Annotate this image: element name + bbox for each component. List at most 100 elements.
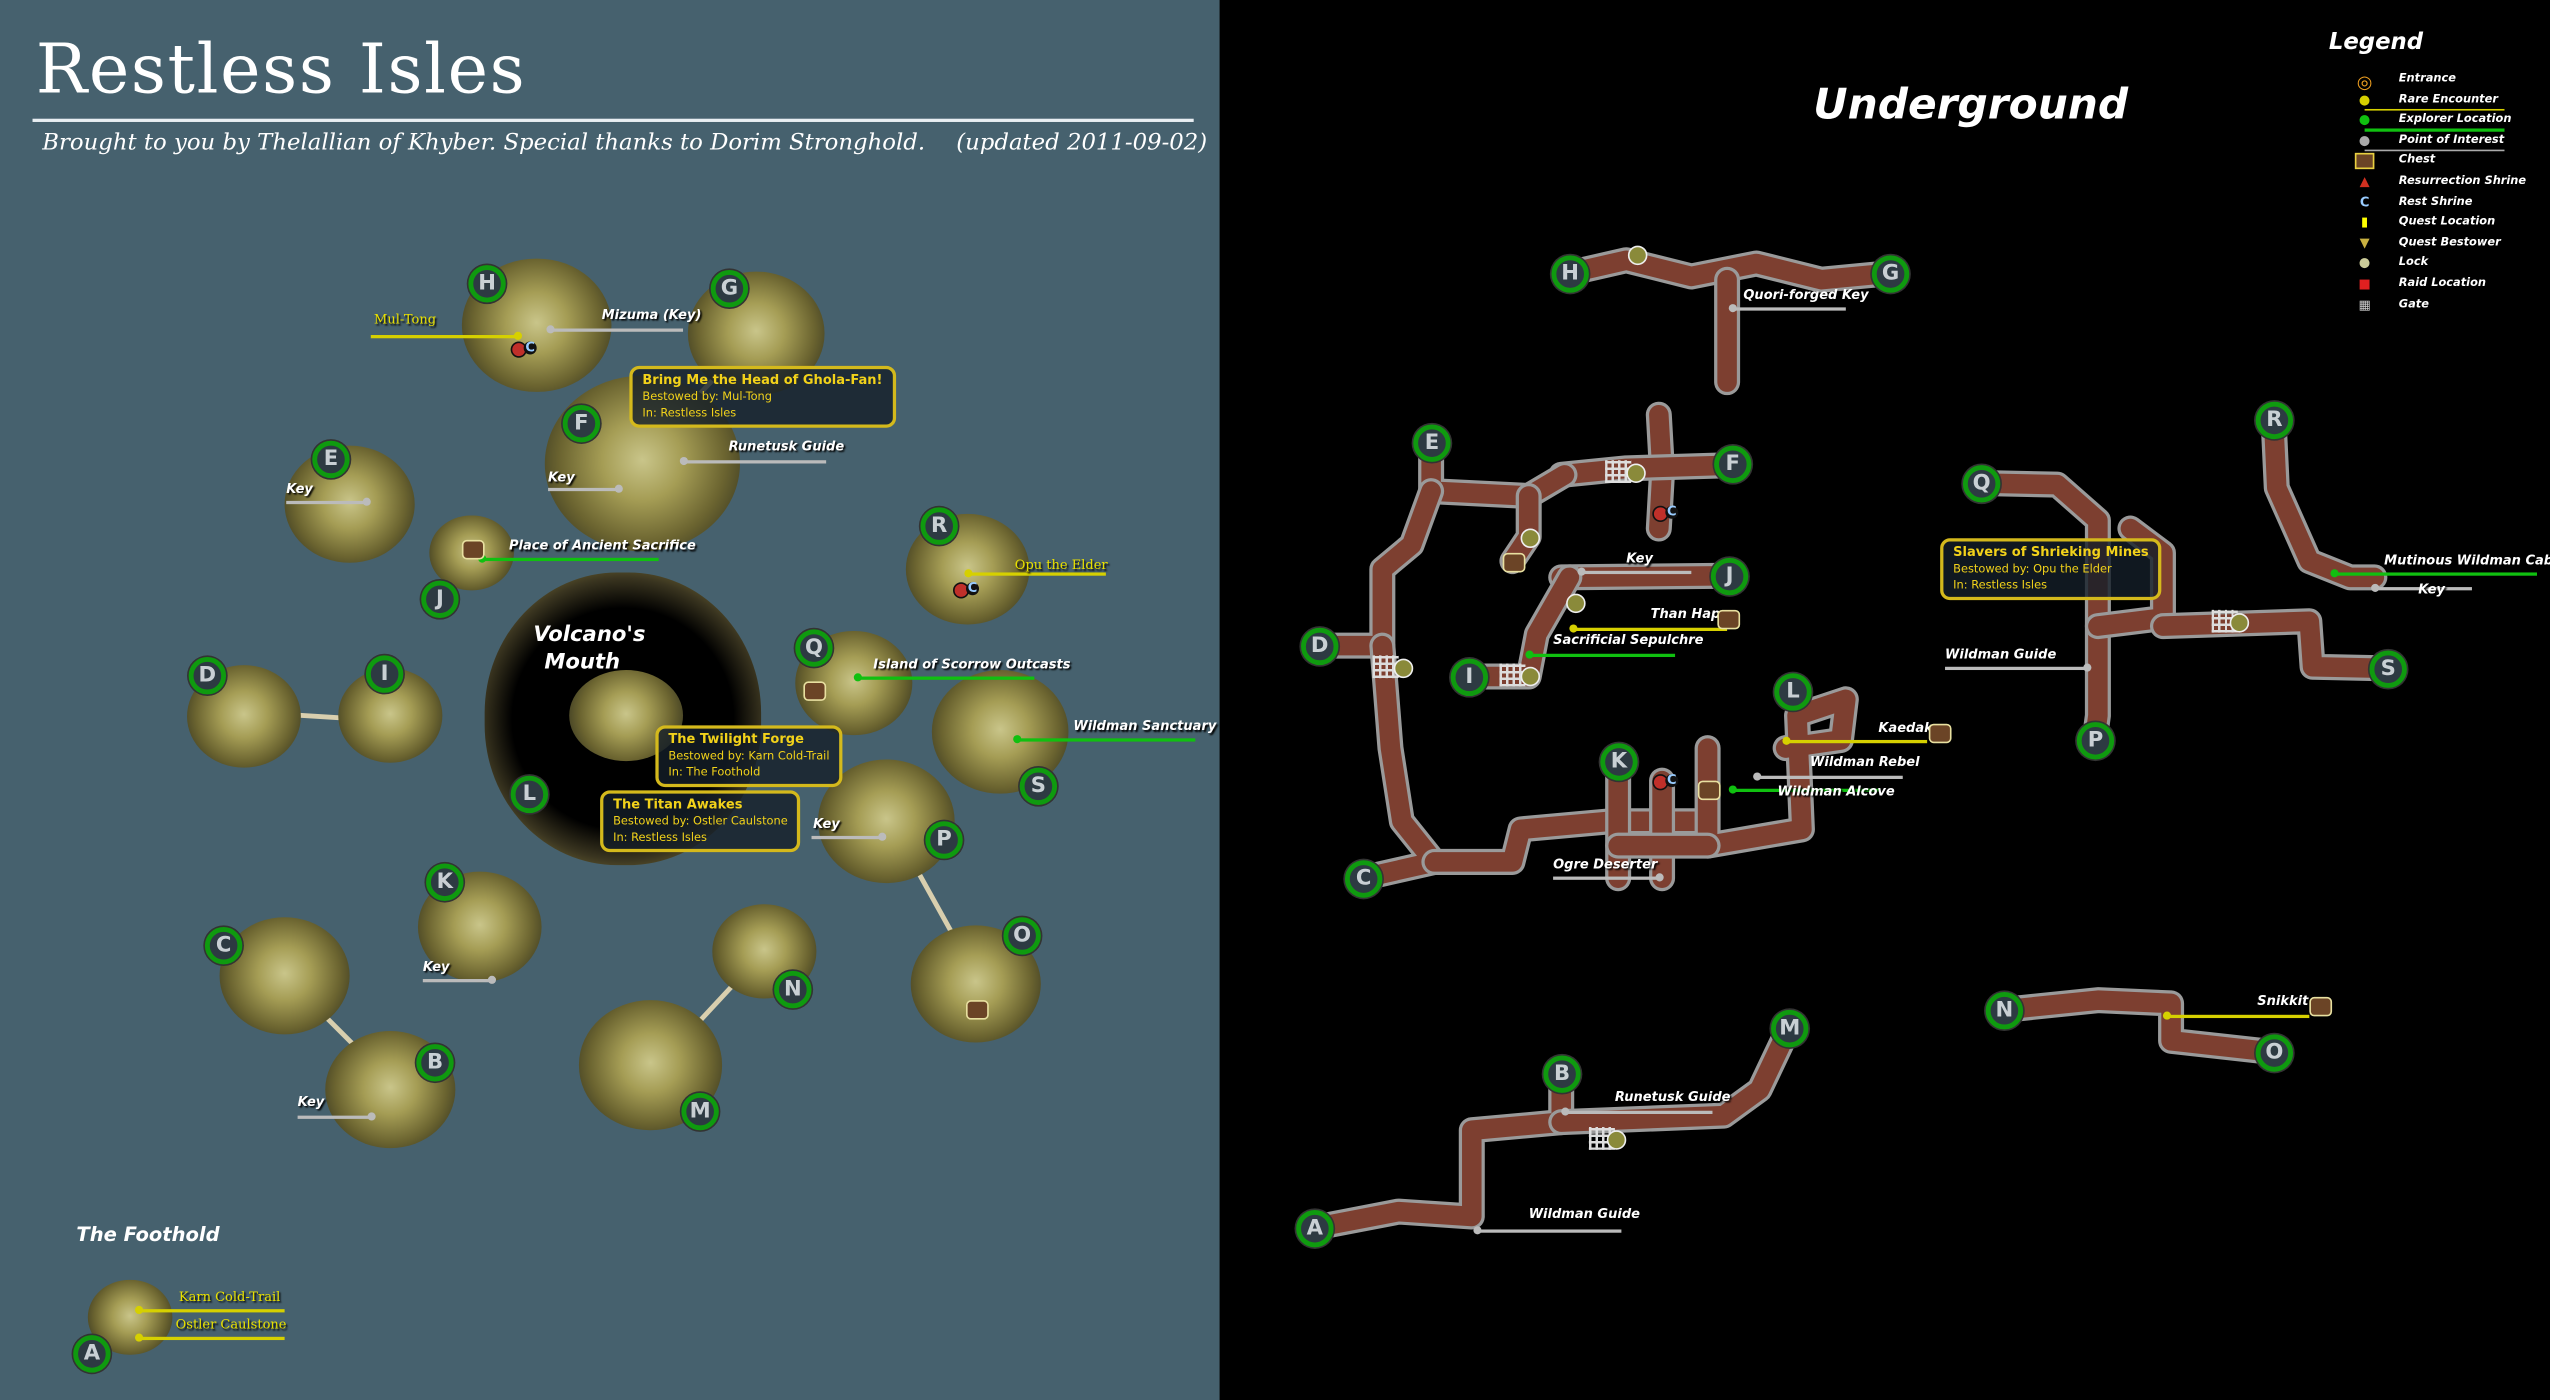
- legend-item-label: Lock: [2398, 255, 2429, 269]
- underground-marker-h: H: [1551, 255, 1589, 293]
- legend-item-label: Quest Bestower: [2398, 235, 2501, 249]
- tunnel-segment: [1421, 432, 1575, 506]
- leader-line: [967, 572, 1106, 575]
- leader-line: [138, 1336, 285, 1340]
- map-label: Runetusk Guide: [1614, 1089, 1731, 1105]
- gray-dot-icon: ●: [2358, 133, 2371, 148]
- lock-icon: [1627, 245, 1648, 266]
- leader-line: [1731, 788, 1879, 792]
- map-marker-m: M: [681, 1092, 719, 1131]
- underground-marker-a: A: [1296, 1209, 1334, 1248]
- chest-icon: [966, 1000, 989, 1020]
- map-label: Snikkit: [2257, 993, 2309, 1009]
- chest-icon: [461, 539, 485, 560]
- quest-bestower: Bestowed by: Mul-Tong: [642, 390, 773, 404]
- lock-icon: [1566, 593, 1586, 614]
- map-marker-j: J: [421, 580, 459, 618]
- map-label: Quori-forged Key: [1743, 287, 1869, 303]
- legend-line: [2364, 149, 2505, 152]
- entrance-icon: ◎: [2356, 71, 2373, 93]
- island: [219, 917, 350, 1035]
- gate-icon: [1499, 663, 1526, 687]
- lock-icon: [1520, 528, 1541, 549]
- map-marker-d: D: [188, 657, 227, 695]
- leader-line: [811, 835, 882, 839]
- legend-item-label: Resurrection Shrine: [2398, 174, 2527, 188]
- explorer-dot: [1524, 649, 1533, 658]
- leader-line: [1553, 876, 1659, 880]
- poi-dot: [361, 496, 370, 505]
- underground-marker-k: K: [1600, 743, 1638, 781]
- underground-marker-s: S: [2369, 650, 2407, 688]
- legend-item-label: Chest: [2398, 153, 2436, 167]
- tunnel-segment: [2153, 611, 2398, 679]
- rare-encounter-dot: [1568, 623, 1577, 632]
- poi-dot: [877, 831, 886, 840]
- poi-dot: [1752, 771, 1761, 780]
- quest-box: Bring Me the Head of Ghola-Fan! Bestowed …: [629, 365, 896, 428]
- poi-dot: [545, 324, 554, 333]
- tunnel-segment: [1353, 635, 1445, 888]
- map-label: Wildman Guide: [1528, 1206, 1640, 1222]
- rare-encounter-dot: [134, 1305, 143, 1314]
- leader-line: [549, 328, 684, 331]
- map-label: Sacrificial Sepulchre: [1553, 632, 1704, 648]
- rare-encounter-dot: [1781, 735, 1790, 745]
- underground-marker-o: O: [2255, 1034, 2294, 1072]
- underground-marker-c: C: [1344, 860, 1383, 898]
- tunnel-segment: [1551, 1018, 1799, 1132]
- leader-line: [286, 500, 366, 504]
- map-label: Key: [548, 469, 575, 485]
- legend-item-label: Rare Encounter: [2398, 92, 2498, 106]
- quest-bestower: Bestowed by: Opu the Elder: [1953, 562, 2112, 576]
- map-label: Than Hap: [1650, 606, 1721, 622]
- tunnel-segment: [1551, 455, 1742, 485]
- underground-marker-p: P: [2076, 722, 2115, 760]
- map-label: Runetusk Guide: [728, 439, 845, 454]
- leader-line: [548, 487, 618, 491]
- explorer-dot: [1727, 784, 1737, 793]
- legend-line: [2364, 128, 2505, 132]
- lock-icon: [1626, 463, 1646, 484]
- map-label: Key: [286, 481, 313, 497]
- updated-date: (updated 2011-09-02): [956, 130, 1208, 157]
- map-label: Wildman Sanctuary: [1073, 718, 1217, 734]
- map-marker-g: G: [710, 269, 749, 308]
- crescent-icon: C: [2359, 194, 2370, 210]
- quest-title: Bring Me the Head of Ghola-Fan!: [642, 372, 883, 388]
- poi-dot: [2082, 662, 2091, 671]
- rest-shrine-icon: C: [1665, 772, 1679, 788]
- map-label: Mizuma (Key): [601, 307, 702, 323]
- map-marker-h: H: [468, 265, 506, 303]
- map-marker-r: R: [920, 507, 958, 545]
- chest-icon: [1717, 609, 1741, 630]
- quest-title: Slavers of Shrieking Mines: [1953, 544, 2149, 560]
- flame-icon: ▲: [2359, 174, 2370, 189]
- map-label: Key: [422, 959, 450, 975]
- underground-marker-l: L: [1774, 673, 1812, 711]
- explorer-dot: [1012, 734, 1021, 743]
- leader-line: [1785, 739, 1928, 743]
- rest-shrine-icon: C: [523, 339, 537, 355]
- leader-line: [1731, 307, 1846, 310]
- tunnel-segment: [1694, 686, 1859, 859]
- gate-icon: [1372, 655, 1399, 679]
- underground-marker-n: N: [1985, 992, 2024, 1030]
- legend-line: [2364, 108, 2505, 111]
- poi-dot: [1576, 566, 1585, 575]
- underground-marker-d: D: [1301, 627, 1339, 666]
- quest-bestower: Bestowed by: Ostler Caulstone: [613, 814, 788, 828]
- gate-icon: [1605, 460, 1632, 484]
- map-label: Ostler Caulstone: [175, 1317, 287, 1332]
- chest-icon: [803, 681, 827, 701]
- chest-icon: [1928, 723, 1952, 744]
- leader-line: [1564, 1110, 1713, 1114]
- underground-marker-r: R: [2255, 401, 2294, 440]
- chest-icon: [2354, 153, 2375, 174]
- map-marker-c: C: [204, 926, 243, 965]
- map-title: Restless Isles: [35, 29, 527, 109]
- map-marker-a: A: [73, 1335, 111, 1373]
- map-marker-e: E: [312, 440, 350, 479]
